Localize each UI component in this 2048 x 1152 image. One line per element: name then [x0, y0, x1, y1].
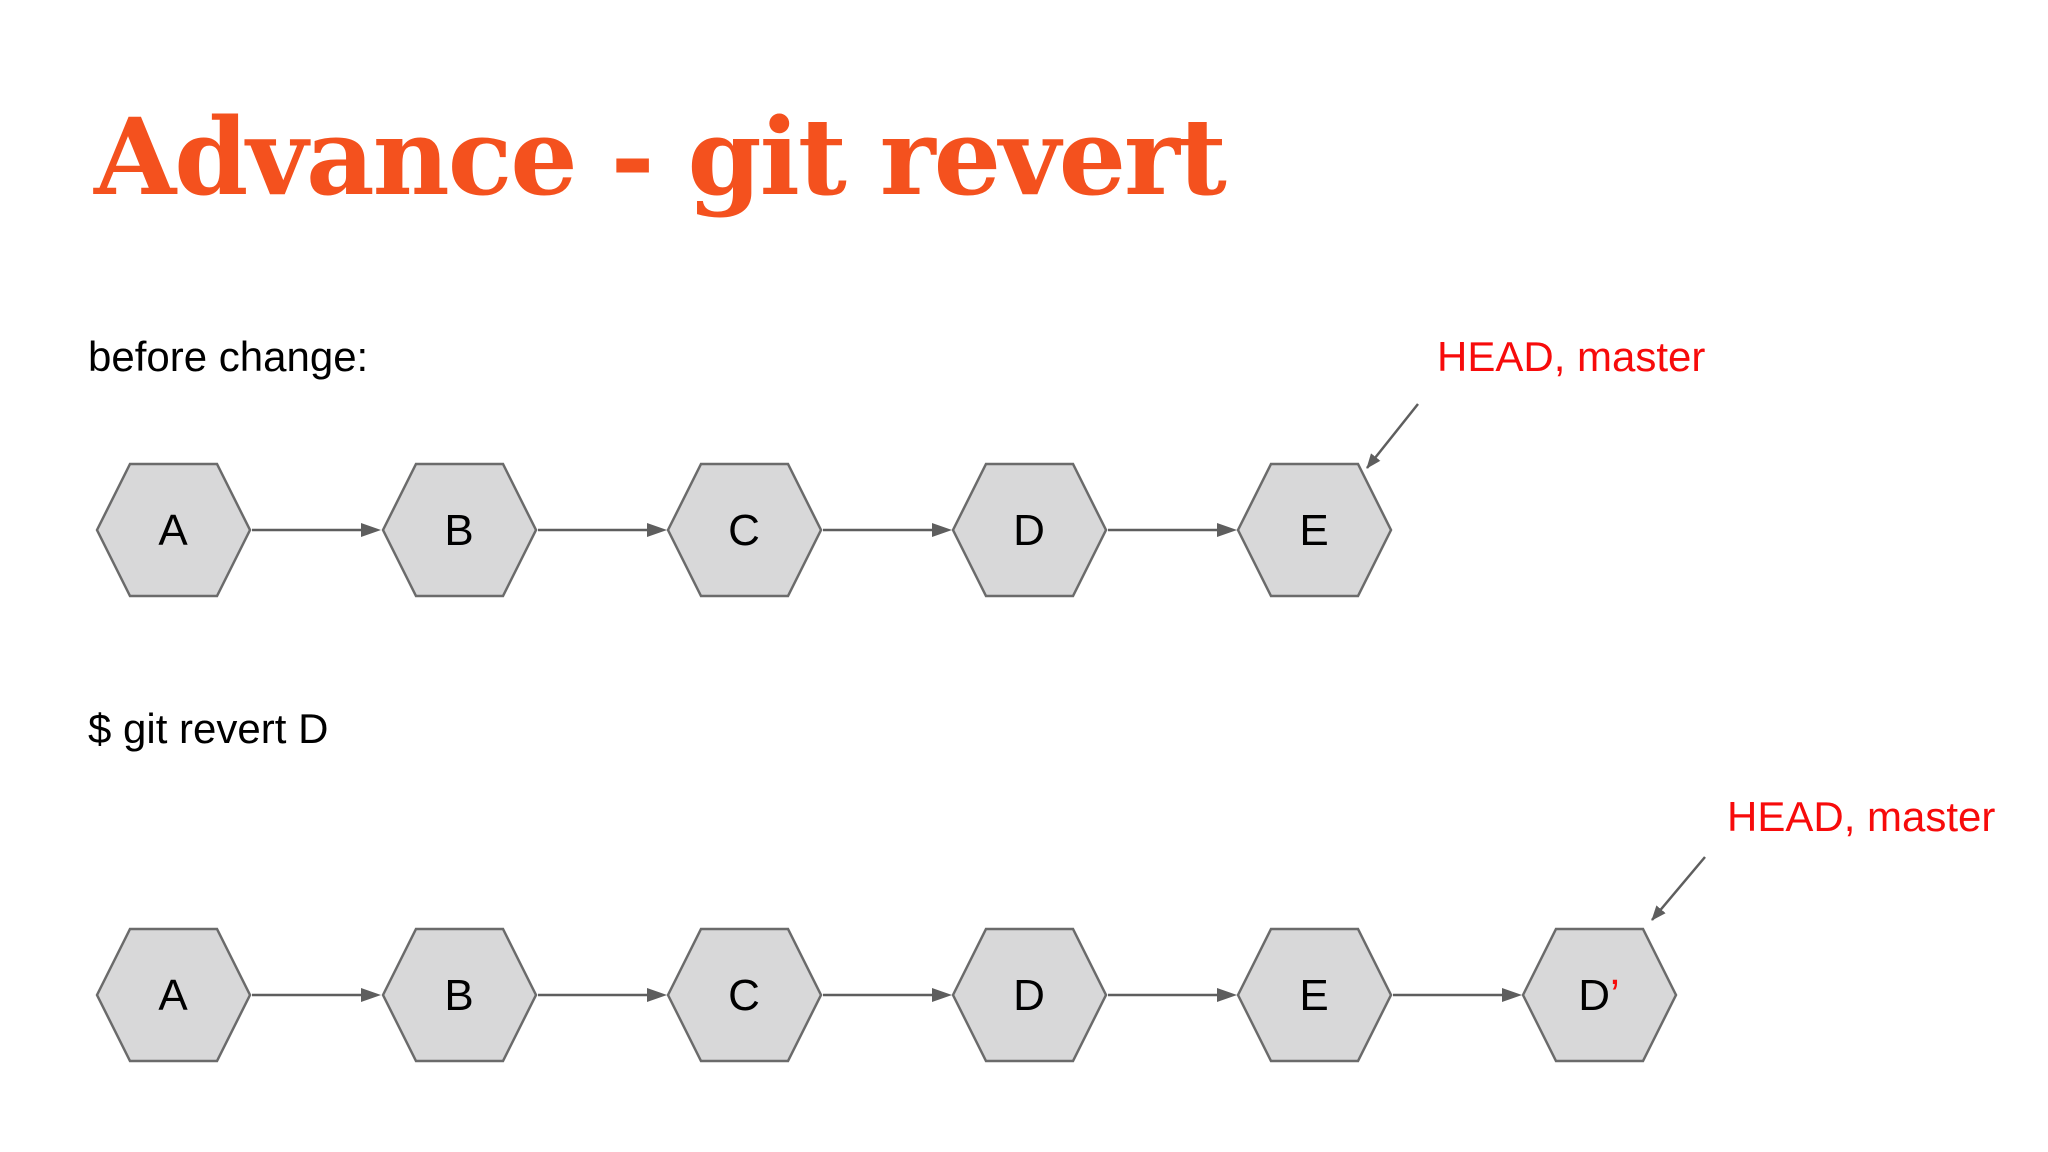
commit-node-label: A	[158, 971, 188, 1020]
commit-node-label: D’	[1578, 971, 1620, 1020]
commit-node-A: A	[95, 462, 252, 598]
prime-mark: ’	[1610, 971, 1620, 1020]
head-master-label-before: HEAD, master	[1437, 333, 1706, 380]
commit-arrow	[537, 523, 667, 537]
commit-node-B: B	[381, 462, 538, 598]
commit-node-B: B	[381, 927, 538, 1063]
commit-node-C: C	[666, 462, 823, 598]
before-change-label: before change:	[88, 333, 369, 380]
slide-title: Advance - git revert	[94, 94, 1227, 219]
commit-arrow	[537, 988, 667, 1002]
commit-node-E: E	[1236, 927, 1393, 1063]
commit-arrow	[251, 523, 381, 537]
git-revert-command-label: $ git revert D	[88, 705, 329, 752]
commit-node-label: C	[728, 506, 760, 555]
commit-arrow	[1107, 523, 1237, 537]
commit-arrow	[822, 988, 952, 1002]
commit-node-C: C	[666, 927, 823, 1063]
commit-node-E: E	[1236, 462, 1393, 598]
commit-node-A: A	[95, 927, 252, 1063]
head-pointer-arrow-before	[1366, 403, 1419, 469]
commit-node-label: A	[158, 506, 188, 555]
commit-arrow	[251, 988, 381, 1002]
commit-arrow	[1392, 988, 1522, 1002]
commit-node-label: E	[1299, 506, 1329, 555]
commit-node-label: C	[728, 971, 760, 1020]
commit-node-label: B	[444, 971, 474, 1020]
commit-node-D: D	[951, 462, 1108, 598]
commit-node-label: E	[1299, 971, 1329, 1020]
commit-node-D-prime: D’	[1521, 927, 1678, 1063]
commit-node-label: D	[1013, 971, 1045, 1020]
commit-arrow	[822, 523, 952, 537]
head-master-label-after: HEAD, master	[1727, 793, 1996, 840]
commit-arrow	[1107, 988, 1237, 1002]
head-pointer-arrow-after	[1651, 856, 1706, 921]
commit-node-label: D	[1013, 506, 1045, 555]
commit-node-D: D	[951, 927, 1108, 1063]
commit-node-label: B	[444, 506, 474, 555]
